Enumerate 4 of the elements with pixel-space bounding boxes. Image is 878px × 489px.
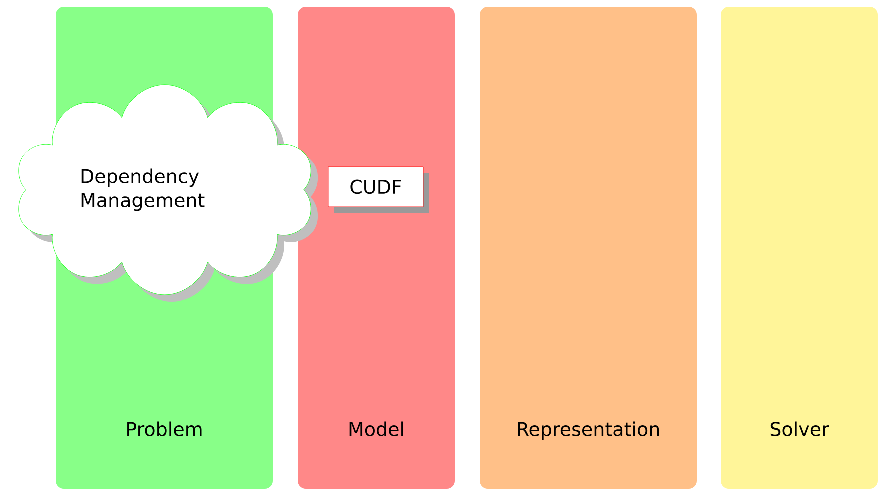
column-band: Solver	[721, 7, 878, 489]
text-box: CUDF	[328, 166, 430, 213]
column-band: Representation	[480, 7, 697, 489]
cloud: Dependency Management	[18, 84, 318, 302]
